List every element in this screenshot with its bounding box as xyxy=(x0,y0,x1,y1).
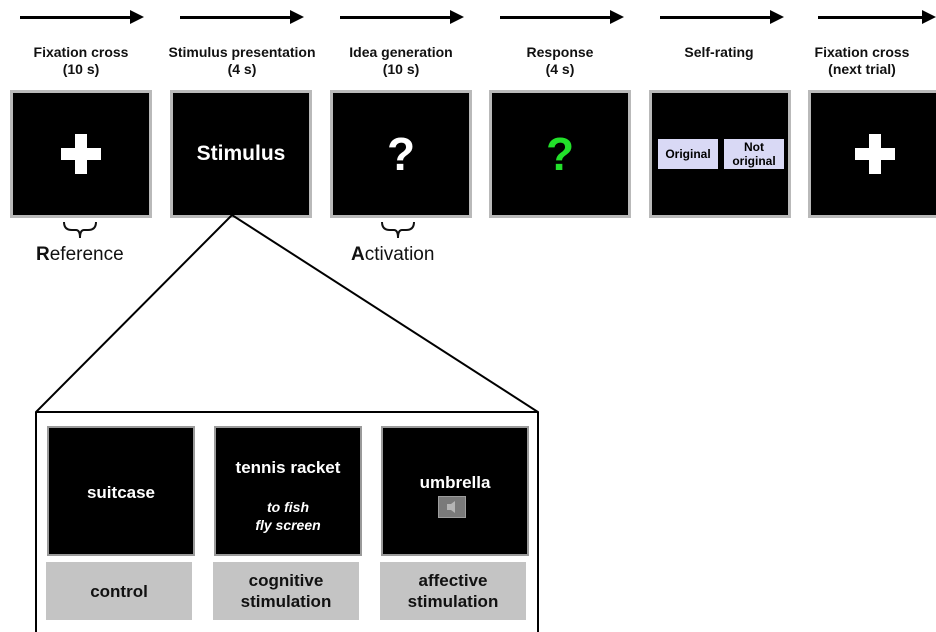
step-label-self-rating: Self-rating xyxy=(629,44,809,61)
timeline-arrow xyxy=(180,10,304,24)
timeline-arrow xyxy=(660,10,784,24)
timeline-arrow xyxy=(818,10,936,24)
step-duration: (4 s) xyxy=(545,61,575,77)
screen-response: ? xyxy=(489,90,631,218)
step-label-stimulus: Stimulus presentation (4 s) xyxy=(152,44,332,78)
label-initial: A xyxy=(351,244,365,265)
example-screen-affective: umbrella xyxy=(381,426,529,556)
step-title: Idea generation xyxy=(349,44,453,60)
step-duration: (4 s) xyxy=(227,61,257,77)
brace-reference xyxy=(63,221,97,239)
screen-fixation-cross xyxy=(10,90,152,218)
condition-affective: affective stimulation xyxy=(380,562,526,620)
step-title: Fixation cross xyxy=(33,44,129,60)
fixation-cross-icon xyxy=(61,134,101,174)
step-label-next-fixation: Fixation cross (next trial) xyxy=(788,44,936,78)
question-mark-icon: ? xyxy=(386,128,416,180)
speaker-icon xyxy=(438,496,466,518)
brace-activation xyxy=(381,221,415,239)
screen-next-fixation xyxy=(808,90,936,218)
step-duration: (next trial) xyxy=(828,61,896,77)
screen-idea-generation: ? xyxy=(330,90,472,218)
condition-label: cognitive xyxy=(248,571,324,590)
step-label-fixation: Fixation cross (10 s) xyxy=(0,44,171,78)
timeline-arrow xyxy=(20,10,144,24)
step-duration: (10 s) xyxy=(382,61,420,77)
timeline-arrow xyxy=(340,10,464,24)
rating-option-label: Original xyxy=(665,147,711,161)
example-word: suitcase xyxy=(86,483,156,502)
rating-not-original-option: Not original xyxy=(724,139,784,169)
condition-cognitive: cognitive stimulation xyxy=(213,562,359,620)
condition-label: affective xyxy=(418,571,488,590)
condition-label: stimulation xyxy=(240,592,332,611)
screen-self-rating: Original Not original xyxy=(649,90,791,218)
example-alternative-use: fly screen xyxy=(255,517,321,533)
question-mark-icon: ? xyxy=(545,128,575,180)
step-label-response: Response (4 s) xyxy=(470,44,650,78)
step-title: Response xyxy=(526,44,594,60)
example-screen-cognitive: tennis racket to fish fly screen xyxy=(214,426,362,556)
rating-original-option: Original xyxy=(658,139,718,169)
fixation-cross-icon xyxy=(855,134,895,174)
example-word: tennis racket xyxy=(235,458,341,477)
screen-stimulus: Stimulus xyxy=(170,90,312,218)
rating-option-label: Not xyxy=(744,140,764,154)
label-rest: ctivation xyxy=(364,244,435,265)
label-rest: eference xyxy=(49,244,124,265)
step-title: Fixation cross xyxy=(814,44,910,60)
step-label-idea-generation: Idea generation (10 s) xyxy=(311,44,491,78)
example-word: umbrella xyxy=(419,473,491,492)
condition-control: control xyxy=(46,562,192,620)
step-duration: (10 s) xyxy=(62,61,100,77)
rating-option-label: original xyxy=(732,154,776,168)
condition-label: stimulation xyxy=(407,592,499,611)
step-title: Stimulus presentation xyxy=(168,44,316,60)
example-alternative-use: to fish xyxy=(267,499,309,515)
label-activation: Activation xyxy=(351,244,434,266)
step-title: Self-rating xyxy=(684,44,754,60)
example-screen-control: suitcase xyxy=(47,426,195,556)
stimulus-text: Stimulus xyxy=(196,142,286,165)
label-reference: Reference xyxy=(36,244,124,266)
condition-label: control xyxy=(90,581,148,601)
label-initial: R xyxy=(36,244,50,265)
timeline-arrow xyxy=(500,10,624,24)
